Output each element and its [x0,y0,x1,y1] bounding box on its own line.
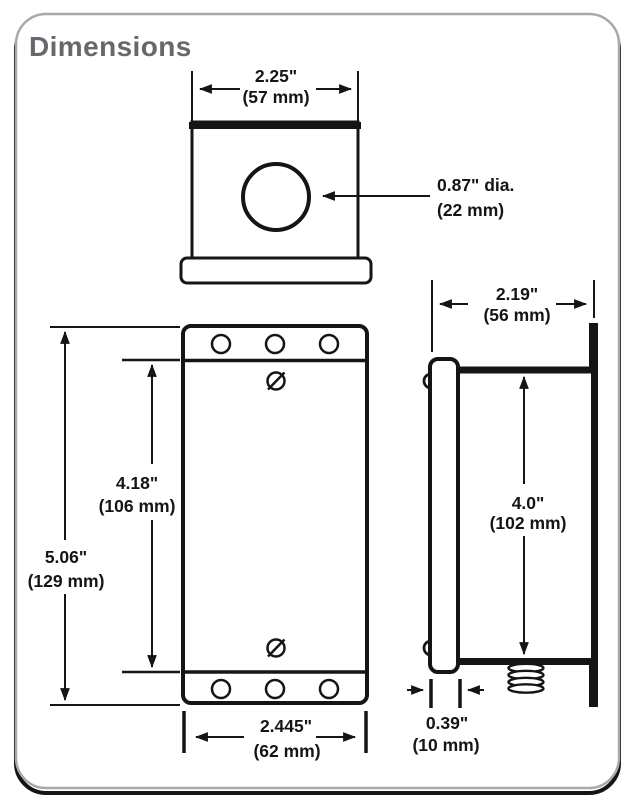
dim-metric-label: (56 mm) [483,305,550,325]
mounting-hole [264,678,286,700]
dim-metric-label: (102 mm) [490,513,567,533]
top-view [179,120,373,285]
dim-depth: 2.19" (56 mm) [431,280,595,352]
mounting-hole [318,333,340,355]
cable-gland-threads [507,662,545,694]
side-mounting-plate [589,323,598,707]
dim-inches-label: 2.19" [496,284,538,304]
mounting-hole [318,678,340,700]
dim-overall-height: 5.06" (129 mm) [28,326,180,706]
mounting-hole [210,678,232,700]
front-view [181,324,369,705]
top-view-flange [179,256,373,285]
mounting-hole [264,333,286,355]
dim-inches-label: 2.445" [260,716,312,736]
dim-inches-label: 5.06" [45,547,87,567]
screw-head [266,638,286,658]
cable-entry-hole [241,162,311,232]
dim-metric-label: (10 mm) [412,735,479,755]
dim-hole-diameter: 0.87" dia. (22 mm) [321,175,514,220]
dim-inches-label: 0.39" [426,713,468,733]
front-view-outline [181,324,369,705]
dim-metric-label: (106 mm) [99,496,176,516]
dim-metric-label: (62 mm) [253,741,320,761]
dim-metric-label: (57 mm) [242,87,309,107]
dim-metric-label: (129 mm) [28,571,105,591]
dim-bottom-width: 2.445" (62 mm) [182,711,368,761]
dim-bracket-depth: 0.39" (10 mm) [407,679,484,755]
dim-inches-label: 2.25" [255,66,297,86]
page-title: Dimensions [29,31,192,62]
dim-inches-label: 4.0" [512,493,545,513]
dim-mounting-height: 4.18" (106 mm) [99,358,180,674]
dim-inches-label: 4.18" [116,473,158,493]
side-view [422,323,598,707]
dim-top-width: 2.25" (57 mm) [191,66,359,122]
mounting-hole [210,333,232,355]
dim-metric-label: (22 mm) [437,200,504,220]
screw-head [266,371,286,391]
dim-side-height: 4.0" (102 mm) [490,375,567,656]
dim-inches-label: 0.87" dia. [437,175,514,195]
side-bracket [428,357,460,674]
